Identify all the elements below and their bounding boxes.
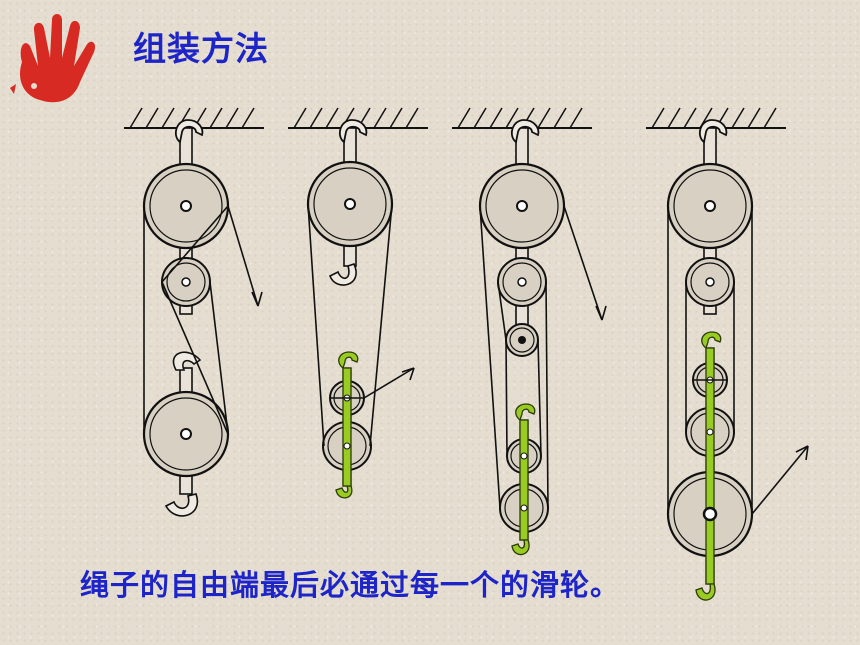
hook-icon [515,403,536,421]
hook-icon [701,331,722,349]
pulley-setup-4 [645,107,809,601]
pulley-setup-2 [287,107,429,499]
pulley-setup-1 [123,107,265,517]
pulley-setup-3 [451,107,607,556]
caption-text: 绳子的自由端最后必通过每一个的滑轮。 [80,568,621,602]
hook-icon [338,351,359,369]
arrow-icon [251,291,263,307]
arrow-icon [795,445,809,461]
page-title: 组装方法 [133,29,269,68]
arrow-icon [401,367,415,381]
arrow-icon [595,305,607,321]
hand-icon [10,14,96,103]
